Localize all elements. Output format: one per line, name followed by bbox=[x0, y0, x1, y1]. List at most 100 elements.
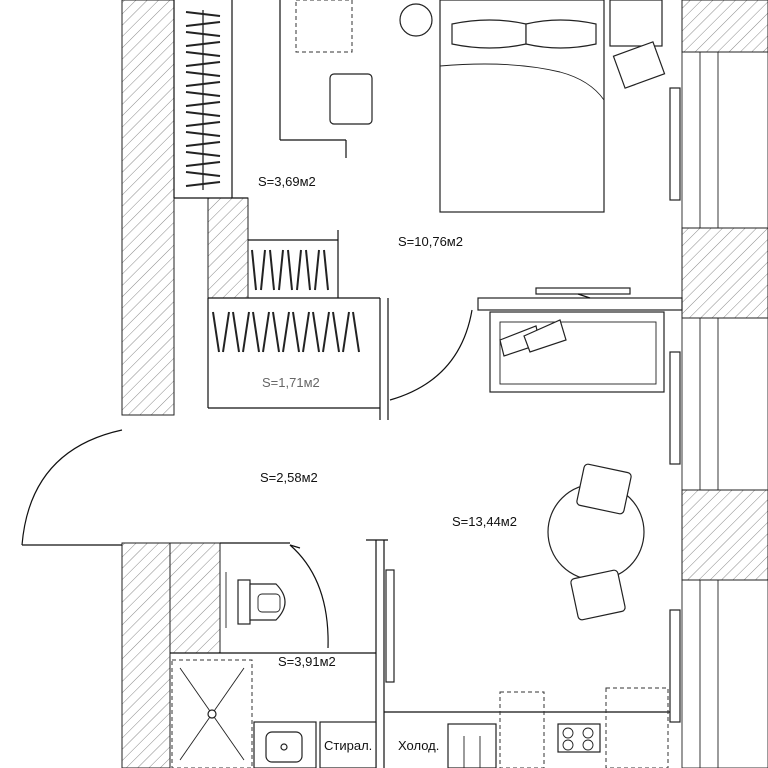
wall-closet-box bbox=[207, 197, 249, 299]
hanger bbox=[314, 249, 320, 291]
hanger-group-vertical bbox=[185, 11, 221, 187]
hanger bbox=[222, 311, 230, 353]
window-2 bbox=[681, 317, 768, 491]
room-area-hall: S=2,58м2 bbox=[260, 470, 318, 485]
hanger bbox=[251, 249, 257, 291]
pillow-right bbox=[525, 19, 597, 49]
room-area-living: S=13,44м2 bbox=[452, 514, 517, 529]
room-area-wardrobe: S=3,69м2 bbox=[258, 174, 316, 189]
toilet-tank bbox=[237, 579, 251, 625]
kitchen-cabinet-2 bbox=[605, 687, 669, 768]
washer-box bbox=[319, 721, 377, 768]
hanger bbox=[185, 171, 221, 177]
hanger bbox=[185, 151, 221, 157]
shower-drain-icon bbox=[207, 709, 217, 719]
hanger bbox=[262, 311, 270, 353]
hanger bbox=[272, 311, 280, 353]
wall-right-top bbox=[681, 0, 768, 53]
hanger bbox=[322, 311, 330, 353]
window-3 bbox=[681, 579, 768, 768]
hanger bbox=[185, 61, 221, 67]
kitchen-sink-icon bbox=[447, 723, 497, 768]
fridge-label: Холод. bbox=[398, 738, 439, 753]
wall-right-pier-2 bbox=[681, 489, 768, 581]
wall-left-lower bbox=[121, 542, 171, 768]
wall-bath-inner bbox=[169, 542, 221, 654]
hanger bbox=[287, 249, 293, 291]
hanger bbox=[185, 181, 221, 187]
room-area-closet: S=1,71м2 bbox=[262, 375, 320, 390]
desk-outline bbox=[295, 0, 353, 53]
mirror bbox=[385, 569, 395, 683]
hanger bbox=[185, 111, 221, 117]
hanger bbox=[292, 311, 300, 353]
closet-door-arc bbox=[389, 309, 473, 401]
bath-door-arc bbox=[289, 544, 329, 649]
kitchen bbox=[447, 687, 669, 768]
bathroom-fixtures bbox=[171, 569, 395, 768]
hanger bbox=[185, 81, 221, 87]
windows bbox=[669, 51, 768, 768]
hanger bbox=[352, 311, 360, 353]
hanger bbox=[185, 131, 221, 137]
room-area-bedroom: S=10,76м2 bbox=[398, 234, 463, 249]
hanger bbox=[185, 161, 221, 167]
nightstand bbox=[609, 0, 663, 47]
radiator-2 bbox=[669, 351, 681, 465]
living-furniture bbox=[489, 311, 665, 621]
room-area-bathroom: S=3,91м2 bbox=[278, 654, 336, 669]
hanger bbox=[282, 311, 290, 353]
hanger-group-horizontal-2 bbox=[212, 311, 360, 353]
hanger bbox=[252, 311, 260, 353]
shower-tray bbox=[171, 659, 253, 768]
hanger bbox=[323, 249, 329, 291]
hanger bbox=[212, 311, 220, 353]
radiator-3 bbox=[669, 609, 681, 723]
dining-chair-bottom bbox=[570, 569, 626, 621]
wall-right-pier-1 bbox=[681, 227, 768, 319]
hanger bbox=[305, 249, 311, 291]
hanger bbox=[232, 311, 240, 353]
pillow-left bbox=[451, 19, 527, 49]
hanger bbox=[185, 41, 221, 47]
cushion-right bbox=[523, 319, 567, 353]
hanger bbox=[332, 311, 340, 353]
partitions bbox=[170, 0, 683, 768]
partition-bed-living bbox=[477, 297, 683, 311]
hanger bbox=[185, 121, 221, 127]
lamp-icon bbox=[399, 3, 433, 37]
hanger bbox=[185, 51, 221, 57]
hanger bbox=[242, 311, 250, 353]
hanger bbox=[185, 11, 221, 17]
hanger bbox=[269, 249, 275, 291]
hanger bbox=[302, 311, 310, 353]
hanger bbox=[185, 21, 221, 27]
wall-left-upper bbox=[121, 0, 175, 416]
sofa bbox=[489, 311, 665, 393]
hanger bbox=[278, 249, 284, 291]
hanger bbox=[342, 311, 350, 353]
armchair bbox=[612, 41, 666, 89]
hanger bbox=[185, 91, 221, 97]
hanger bbox=[312, 311, 320, 353]
dining-chair-top bbox=[576, 463, 632, 515]
kitchen-cabinet-1 bbox=[499, 691, 545, 768]
radiator-1 bbox=[669, 87, 681, 201]
walls bbox=[121, 0, 768, 768]
hanger bbox=[296, 249, 302, 291]
hanger-group-horizontal-1 bbox=[251, 249, 329, 291]
washer-label: Стирал. bbox=[324, 738, 372, 753]
bedroom-furniture bbox=[295, 0, 666, 299]
hanger bbox=[185, 31, 221, 37]
doors bbox=[21, 309, 473, 649]
desk-chair bbox=[329, 73, 373, 125]
window-1 bbox=[681, 51, 768, 229]
hanger bbox=[185, 71, 221, 77]
hanger bbox=[185, 101, 221, 107]
tv bbox=[535, 287, 631, 295]
entrance-door-arc bbox=[21, 429, 123, 546]
hanger bbox=[185, 141, 221, 147]
hanger bbox=[260, 249, 266, 291]
area-labels: S=3,69м2 S=10,76м2 S=1,71м2 S=2,58м2 S=1… bbox=[258, 174, 517, 753]
